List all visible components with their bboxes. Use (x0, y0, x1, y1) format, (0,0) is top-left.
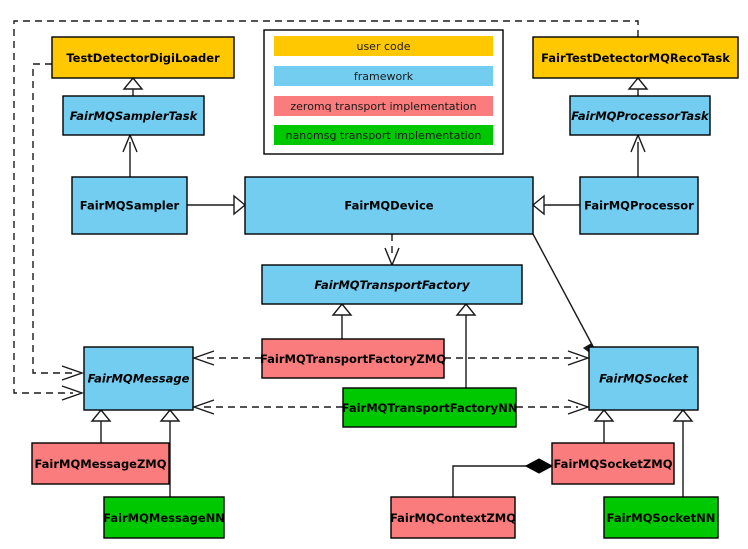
edge-processortask-to-recotask (627, 76, 649, 96)
edge-tfzmq-to-message (191, 350, 262, 366)
node-box-TestDetectorDigiLoader[interactable] (51, 36, 235, 79)
node-label-FairMQTransportFactoryNN: FairMQTransportFactoryNN (342, 401, 518, 415)
node-box-FairMQSampler[interactable] (71, 176, 188, 235)
edge-socketzmq-to-socket (593, 408, 615, 443)
node-FairMQContextZMQ[interactable]: FairMQContextZMQ (390, 496, 516, 539)
node-box-FairMQMessage[interactable] (83, 346, 194, 411)
node-box-FairMQTransportFactory[interactable] (261, 264, 523, 305)
node-FairMQProcessorTask[interactable]: FairMQProcessorTask (569, 95, 711, 136)
legend-label-user-code: user code (356, 40, 410, 53)
node-FairMQDevice[interactable]: FairMQDevice (244, 176, 534, 235)
legend-label-framework: framework (354, 70, 414, 83)
node-box-FairMQMessageNN[interactable] (103, 496, 225, 539)
node-label-TestDetectorDigiLoader: TestDetectorDigiLoader (66, 51, 220, 65)
node-FairMQSampler[interactable]: FairMQSampler (71, 176, 188, 235)
node-label-FairMQSocketZMQ: FairMQSocketZMQ (554, 457, 673, 471)
node-layer: TestDetectorDigiLoader FairTestDetectorM… (31, 36, 739, 539)
edge-tfnn-to-socket (516, 399, 591, 415)
node-box-FairMQTransportFactoryNN[interactable] (342, 387, 517, 428)
edge-tfnn-to-message (191, 399, 343, 415)
node-box-FairMQSocketNN[interactable] (603, 496, 719, 539)
edge-processor-to-processortask (630, 133, 646, 177)
node-box-FairMQTransportFactoryZMQ[interactable] (261, 338, 445, 379)
node-label-FairMQMessageZMQ: FairMQMessageZMQ (34, 457, 166, 471)
edge-tfzmq-to-transportfactory (331, 302, 353, 339)
edge-messagenn-to-message (159, 408, 181, 497)
node-label-FairMQContextZMQ: FairMQContextZMQ (390, 511, 516, 525)
legend-swatch-zeromq (274, 96, 493, 116)
node-label-FairMQMessageNN: FairMQMessageNN (103, 511, 225, 525)
edge-sampler-to-samplertask (122, 133, 138, 177)
node-box-FairMQProcessor[interactable] (579, 176, 699, 235)
node-FairMQSocketNN[interactable]: FairMQSocketNN (603, 496, 719, 539)
node-FairMQTransportFactoryNN[interactable]: FairMQTransportFactoryNN (342, 387, 518, 428)
node-FairMQMessageNN[interactable]: FairMQMessageNN (103, 496, 225, 539)
node-label-FairMQMessage: FairMQMessage (88, 372, 190, 386)
node-FairMQSocketZMQ[interactable]: FairMQSocketZMQ (551, 442, 675, 485)
node-box-FairMQSamplerTask[interactable] (62, 95, 205, 136)
legend-swatch-framework (274, 66, 493, 86)
legend-item-zeromq: zeromq transport implementation (274, 96, 493, 116)
legend-swatch-nanomsg (274, 125, 493, 145)
edge-contextzmq-to-socketzmq (452, 458, 554, 497)
node-label-FairMQProcessor: FairMQProcessor (584, 199, 694, 213)
edge-processor-to-device (531, 194, 580, 216)
node-box-FairMQContextZMQ[interactable] (390, 496, 516, 539)
node-FairTestDetectorMQRecoTask[interactable]: FairTestDetectorMQRecoTask (532, 36, 739, 79)
node-FairMQMessageZMQ[interactable]: FairMQMessageZMQ (31, 442, 170, 485)
edge-tfzmq-to-socket (444, 350, 591, 366)
edge-device-to-socket (532, 233, 599, 359)
node-label-FairMQSamplerTask: FairMQSamplerTask (70, 109, 199, 123)
node-label-FairMQSocketNN: FairMQSocketNN (607, 511, 716, 525)
node-FairMQTransportFactoryZMQ[interactable]: FairMQTransportFactoryZMQ (260, 338, 446, 379)
node-box-FairTestDetectorMQRecoTask[interactable] (532, 36, 739, 79)
legend-item-framework: framework (274, 66, 493, 86)
node-label-FairTestDetectorMQRecoTask: FairTestDetectorMQRecoTask (541, 51, 730, 65)
legend: user code framework zeromq transport imp… (263, 29, 504, 155)
legend-label-nanomsg: nanomsg transport implementation (286, 129, 482, 142)
node-FairMQSocket[interactable]: FairMQSocket (588, 346, 699, 411)
node-box-FairMQProcessorTask[interactable] (569, 95, 711, 136)
node-box-FairMQSocket[interactable] (588, 346, 699, 411)
node-TestDetectorDigiLoader[interactable]: TestDetectorDigiLoader (51, 36, 235, 79)
edge-messagezmq-to-message (90, 408, 112, 443)
legend-item-nanomsg: nanomsg transport implementation (274, 125, 493, 145)
legend-label-zeromq: zeromq transport implementation (290, 100, 476, 113)
node-label-FairMQDevice: FairMQDevice (344, 199, 433, 213)
node-FairMQMessage[interactable]: FairMQMessage (83, 346, 194, 411)
node-label-FairMQTransportFactoryZMQ: FairMQTransportFactoryZMQ (260, 352, 446, 366)
edge-recotask-to-message (13, 20, 639, 401)
node-box-FairMQMessageZMQ[interactable] (31, 442, 170, 485)
edge-digiloader-to-message (32, 63, 85, 381)
node-FairMQTransportFactory[interactable]: FairMQTransportFactory (261, 264, 523, 305)
node-box-FairMQSocketZMQ[interactable] (551, 442, 675, 485)
node-label-FairMQTransportFactory: FairMQTransportFactory (314, 278, 470, 292)
edge-sampler-to-device (187, 194, 247, 216)
edge-device-to-transportfactory (384, 234, 400, 267)
node-FairMQProcessor[interactable]: FairMQProcessor (579, 176, 699, 235)
edge-tfnn-to-transportfactory (455, 302, 477, 388)
node-label-FairMQProcessorTask: FairMQProcessorTask (571, 109, 710, 123)
node-label-FairMQSampler: FairMQSampler (80, 199, 180, 213)
edge-samplertask-to-digiloader (122, 76, 144, 96)
node-FairMQSamplerTask[interactable]: FairMQSamplerTask (62, 95, 205, 136)
node-box-FairMQDevice[interactable] (244, 176, 534, 235)
legend-swatch-user-code (274, 36, 493, 56)
node-label-FairMQSocket: FairMQSocket (599, 372, 688, 386)
legend-item-user-code: user code (274, 36, 493, 56)
edge-socketnn-to-socket (672, 408, 694, 497)
